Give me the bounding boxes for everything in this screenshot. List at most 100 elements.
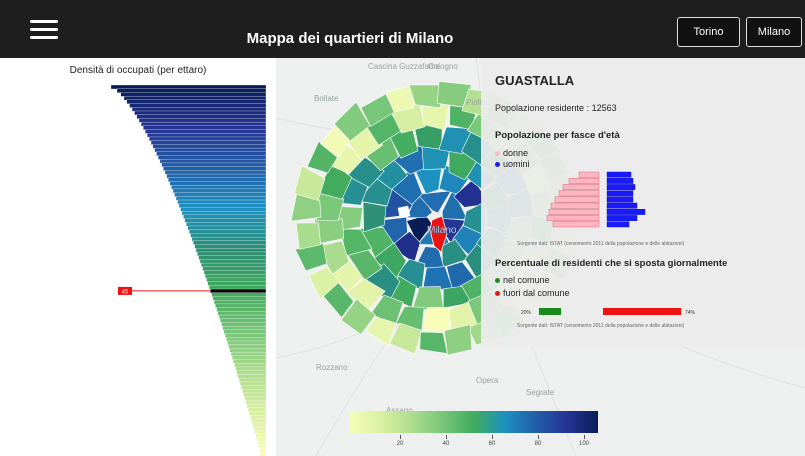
district-shape[interactable] [365, 316, 396, 347]
density-bar[interactable] [257, 441, 267, 446]
density-bar[interactable] [217, 311, 267, 316]
density-bar[interactable] [183, 214, 267, 220]
density-bar[interactable] [166, 173, 267, 179]
density-bar[interactable] [186, 222, 267, 227]
density-bar[interactable] [161, 162, 267, 168]
density-bar[interactable] [193, 240, 267, 245]
density-bar[interactable] [259, 448, 267, 453]
density-bar[interactable] [154, 147, 267, 153]
density-bar[interactable] [258, 444, 267, 450]
density-bar[interactable] [120, 92, 267, 97]
district-shape[interactable] [340, 298, 376, 336]
density-bar[interactable] [188, 229, 267, 234]
density-bar[interactable] [255, 433, 267, 438]
density-bar[interactable] [236, 370, 267, 375]
density-bar[interactable] [187, 225, 267, 231]
density-bar[interactable] [214, 300, 267, 305]
density-bar[interactable] [240, 381, 267, 386]
density-bar[interactable] [238, 377, 267, 383]
density-bar[interactable] [206, 277, 267, 283]
district-shape[interactable] [421, 306, 451, 334]
density-bar[interactable] [140, 121, 267, 127]
density-bar[interactable] [226, 337, 267, 342]
density-bar-selected[interactable] [210, 288, 267, 294]
density-bar[interactable] [147, 133, 267, 138]
density-bar[interactable] [150, 140, 267, 145]
district-shape[interactable] [308, 266, 341, 300]
district-shape[interactable] [314, 218, 345, 245]
district-shape[interactable] [293, 165, 326, 201]
density-bar[interactable] [138, 118, 267, 123]
density-bar[interactable] [175, 196, 267, 201]
density-bar[interactable] [152, 144, 267, 149]
density-bar[interactable] [247, 407, 267, 412]
density-bar[interactable] [205, 274, 267, 279]
density-bar[interactable] [235, 366, 267, 372]
density-bar[interactable] [116, 88, 267, 93]
density-bar[interactable] [174, 192, 267, 197]
district-shape[interactable] [443, 324, 473, 356]
density-bar[interactable] [248, 411, 267, 416]
hamburger-menu-icon[interactable] [30, 18, 58, 40]
density-bar[interactable] [227, 340, 267, 346]
density-bar[interactable] [202, 266, 267, 271]
density-bar[interactable] [232, 355, 267, 360]
city-button-milano[interactable]: Milano [746, 17, 802, 47]
density-bar[interactable] [172, 188, 267, 194]
density-bar[interactable] [177, 199, 267, 205]
density-bar[interactable] [180, 207, 267, 212]
density-bar[interactable] [216, 307, 267, 312]
district-selected[interactable] [429, 215, 448, 253]
density-bar[interactable] [229, 348, 267, 353]
density-bar[interactable] [211, 292, 267, 297]
district-shape[interactable] [295, 222, 322, 250]
density-bar[interactable] [178, 203, 267, 208]
density-bar[interactable] [242, 389, 267, 394]
density-bar[interactable] [168, 177, 267, 182]
density-bar[interactable] [215, 303, 267, 309]
density-bar[interactable] [246, 403, 267, 409]
density-bar[interactable] [195, 248, 267, 253]
density-bar[interactable] [223, 329, 267, 335]
density-bar[interactable] [131, 107, 267, 112]
density-bar[interactable] [212, 296, 267, 301]
density-bar[interactable] [220, 318, 267, 323]
density-bar[interactable] [164, 170, 267, 175]
density-bar[interactable] [163, 166, 267, 171]
density-bar[interactable] [199, 259, 267, 264]
density-bar[interactable] [145, 129, 267, 134]
density-bar[interactable] [198, 255, 267, 260]
density-bar[interactable] [184, 218, 267, 223]
density-bar[interactable] [259, 452, 267, 456]
density-bar[interactable] [169, 181, 267, 186]
density-bar[interactable] [136, 114, 267, 119]
density-bar[interactable] [244, 396, 267, 401]
density-bar[interactable] [234, 363, 267, 368]
density-bar[interactable] [230, 351, 267, 357]
density-bar[interactable] [134, 110, 267, 116]
density-bar[interactable] [123, 95, 267, 101]
density-bar[interactable] [243, 392, 267, 398]
district-shape[interactable] [294, 243, 328, 272]
density-bar[interactable] [222, 325, 267, 331]
density-bar[interactable] [190, 233, 267, 238]
density-bar[interactable] [159, 159, 267, 164]
density-bar[interactable] [250, 415, 267, 420]
density-bar[interactable] [148, 136, 267, 142]
density-bar[interactable] [110, 84, 267, 90]
density-bar[interactable] [181, 210, 267, 216]
density-bar[interactable] [241, 385, 267, 390]
density-bar[interactable] [224, 333, 267, 338]
density-bar[interactable] [191, 236, 267, 242]
density-bar[interactable] [254, 429, 267, 435]
density-bar[interactable] [233, 359, 267, 364]
district-shape[interactable] [360, 93, 395, 127]
density-bar[interactable] [203, 270, 267, 275]
density-bar[interactable] [171, 185, 267, 190]
density-bar[interactable] [129, 103, 267, 108]
district-shape[interactable] [419, 331, 448, 354]
density-bar[interactable] [252, 422, 267, 427]
district-shape[interactable] [436, 81, 472, 108]
density-bar[interactable] [194, 244, 267, 249]
density-bar[interactable] [158, 155, 267, 160]
